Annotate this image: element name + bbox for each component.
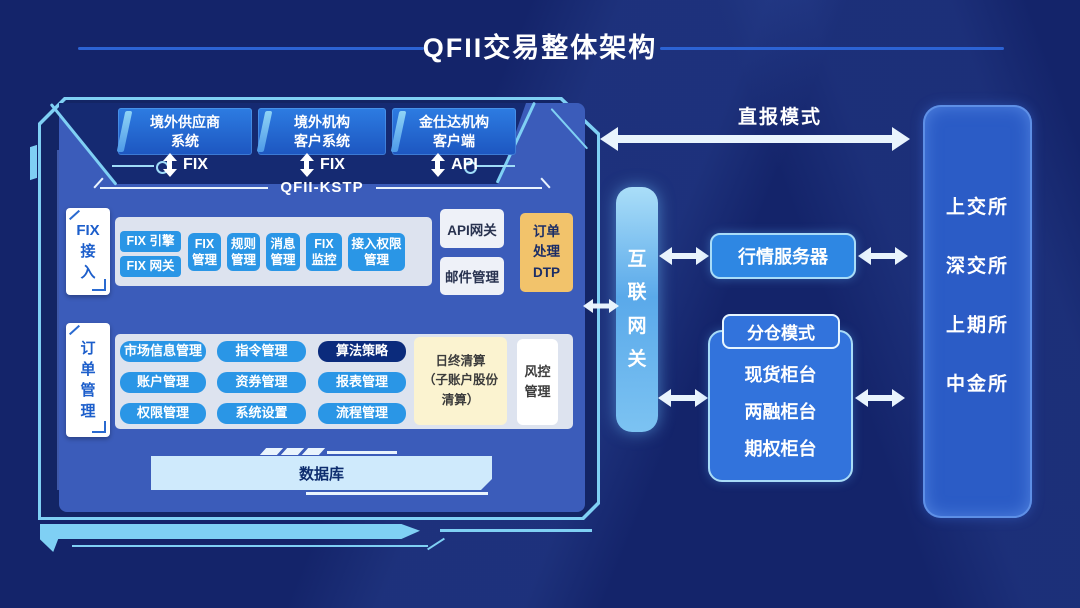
page-title: QFII交易整体架构 <box>422 33 658 63</box>
exchange-panel <box>923 105 1032 518</box>
exchange-item-szse: 深交所 <box>945 256 1009 277</box>
updown-arrow-icon <box>162 153 177 177</box>
system-box-kingstar-client: 金仕达机构 客户端 <box>392 108 516 155</box>
bottom-stripe-line-right <box>440 529 592 532</box>
protocol-row-fix-1: FIX <box>118 152 252 178</box>
fix-gateway-chip: FIX 网关 <box>120 256 181 277</box>
counter-item-options: 期权柜台 <box>744 439 817 459</box>
rule-mgmt-chip: 规则 管理 <box>227 233 260 271</box>
module-chip-permission: 权限管理 <box>120 403 206 424</box>
fix-access-section-label: FIX 接 入 <box>66 208 110 295</box>
kstp-bracket-line-left <box>100 187 268 189</box>
title-rule-right <box>660 47 1004 50</box>
module-chip-account: 账户管理 <box>120 372 206 393</box>
risk-control-box: 风控 管理 <box>517 339 558 425</box>
arrow-gateway-market <box>659 245 709 267</box>
bottom-stripe-connector <box>427 537 445 551</box>
exchange-list: 上交所 深交所 上期所 中金所 <box>923 196 1032 397</box>
connector-line-left <box>112 165 154 167</box>
order-mgmt-section-label: 订 单 管 理 <box>66 323 110 437</box>
split-mode-title: 分仓模式 <box>722 314 840 349</box>
db-deco-line-bottom <box>306 492 488 495</box>
frame-left-accent <box>30 144 37 181</box>
fix-monitor-chip: FIX 监控 <box>306 233 342 271</box>
module-chip-market-info: 市场信息管理 <box>120 341 206 362</box>
protocol-label: API <box>451 156 478 173</box>
system-box-overseas-vendor: 境外供应商 系统 <box>118 108 252 155</box>
access-permission-chip: 接入权限 管理 <box>348 233 405 271</box>
kstp-bracket-line-right <box>376 187 542 189</box>
settlement-box: 日终清算 （子账户股份 清算） <box>414 337 507 425</box>
panel-accent-line <box>57 150 59 490</box>
market-server-box: 行情服务器 <box>710 233 856 279</box>
counter-item-margin: 两融柜台 <box>744 402 817 422</box>
mail-mgmt-box: 邮件管理 <box>440 257 504 295</box>
updown-arrow-icon <box>299 153 314 177</box>
direct-mode-arrow <box>600 127 910 151</box>
module-chip-workflow: 流程管理 <box>318 403 406 424</box>
bottom-stripe <box>48 524 420 539</box>
module-chip-securities: 资券管理 <box>217 372 306 393</box>
db-deco-line-top <box>327 451 397 454</box>
exchange-item-cffex: 中金所 <box>945 374 1009 395</box>
system-box-label: 境外机构 客户系统 <box>294 114 350 149</box>
title-rule-left <box>78 47 424 50</box>
counter-item-spot: 现货柜台 <box>744 365 817 385</box>
bottom-stripe-line-lower <box>72 545 428 547</box>
protocol-row-fix-2: FIX <box>258 152 386 178</box>
api-gateway-box: API网关 <box>440 209 504 248</box>
split-mode-counters: 现货柜台 两融柜台 期权柜台 <box>708 364 853 460</box>
connector-line-right <box>475 165 515 167</box>
arrow-gateway-split <box>658 387 708 409</box>
system-box-label: 境外供应商 系统 <box>150 114 220 149</box>
updown-arrow-icon <box>430 153 445 177</box>
exchange-item-shfe: 上期所 <box>945 315 1009 336</box>
system-box-overseas-client: 境外机构 客户系统 <box>258 108 386 155</box>
fix-engine-chip: FIX 引擎 <box>120 231 181 252</box>
fix-mgmt-chip: FIX 管理 <box>188 233 221 271</box>
arrow-split-exchange <box>855 387 905 409</box>
arrow-panel-gateway <box>583 296 619 316</box>
arrow-market-exchange <box>858 245 908 267</box>
connector-ring-right <box>464 161 477 174</box>
split-mode-panel <box>708 330 853 482</box>
protocol-label: FIX <box>183 156 208 173</box>
module-chip-instruction: 指令管理 <box>217 341 306 362</box>
order-processing-dtp-box: 订单 处理 DTP <box>520 213 573 292</box>
system-box-label: 金仕达机构 客户端 <box>419 114 489 149</box>
module-chip-algo-strategy: 算法策略 <box>318 341 406 362</box>
protocol-row-api: API <box>392 152 516 178</box>
message-mgmt-chip: 消息 管理 <box>266 233 300 271</box>
module-chip-report: 报表管理 <box>318 372 406 393</box>
kstp-bracket-label: QFII-KSTP <box>280 179 364 196</box>
module-chip-system-settings: 系统设置 <box>217 403 306 424</box>
database-bar: 数据库 <box>151 456 492 490</box>
internet-gateway-pill: 互 联 网 关 <box>616 187 658 432</box>
direct-mode-label: 直报模式 <box>737 107 822 128</box>
exchange-item-sse: 上交所 <box>945 197 1009 218</box>
protocol-label: FIX <box>320 156 345 173</box>
